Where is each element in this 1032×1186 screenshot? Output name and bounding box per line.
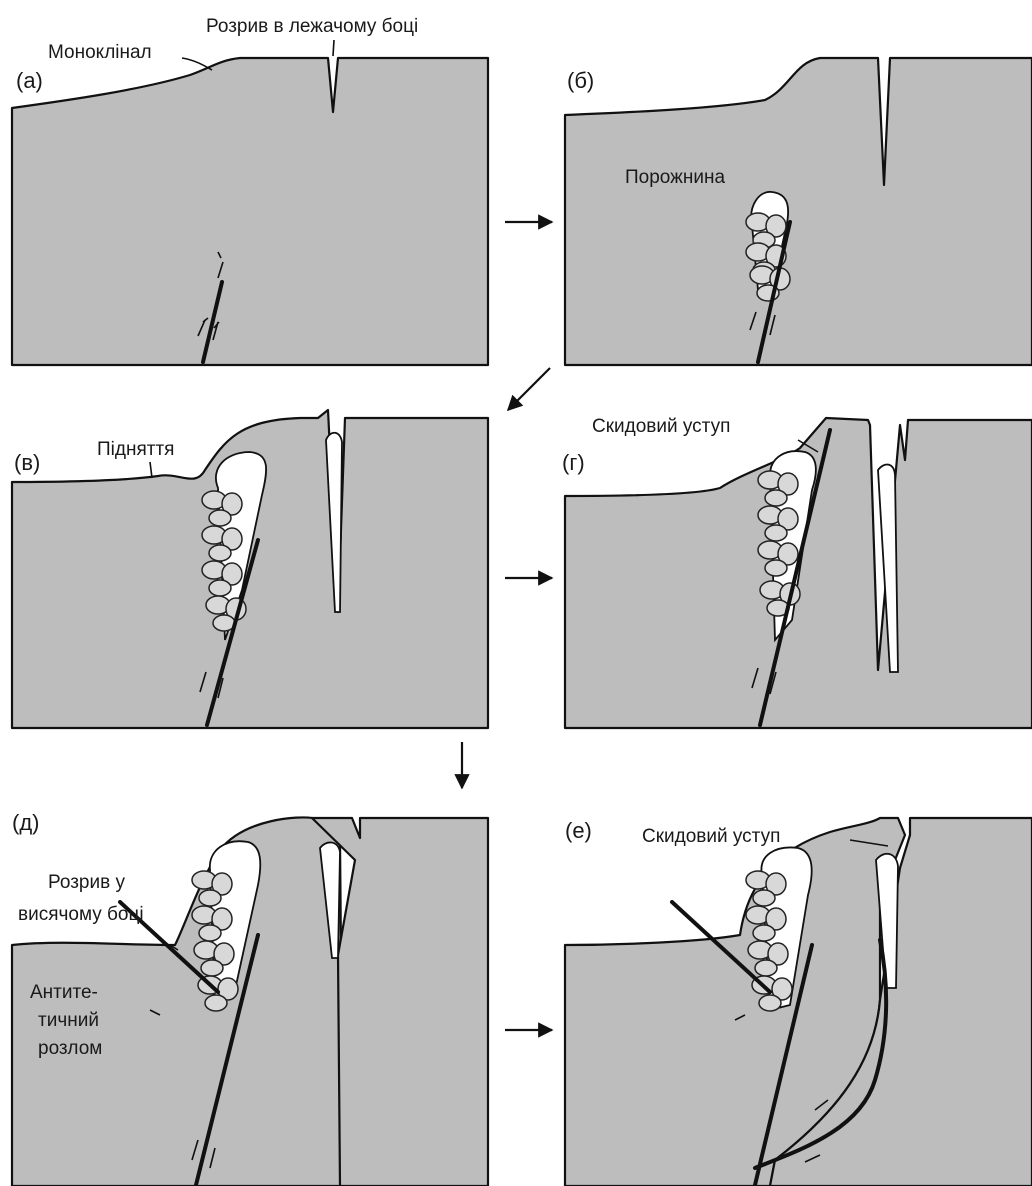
panel-c: (в) Підняття xyxy=(12,410,488,728)
antithetic-label-1: Антите- xyxy=(30,982,98,1003)
monocline-label: Моноклінал xyxy=(48,42,152,63)
antithetic-label-3: розлом xyxy=(38,1038,102,1059)
panel-e-tag: (д) xyxy=(12,810,40,835)
uplift-label: Підняття xyxy=(97,439,174,460)
scarp-label-f: Скидовий уступ xyxy=(642,826,780,847)
panel-c-tag: (в) xyxy=(14,450,40,475)
footwall-fissure-label: Розрив в лежачому боці xyxy=(206,16,418,37)
panel-a: (а) Моноклінал Розрив в лежачому боці xyxy=(12,16,488,365)
panel-f: (е) Скидовий уступ xyxy=(565,818,1032,1186)
panel-d-tag: (г) xyxy=(562,450,585,475)
panel-f-tag: (е) xyxy=(565,818,592,843)
panel-d: (г) Скидовий уступ xyxy=(562,416,1032,728)
scarp-label-d: Скидовий уступ xyxy=(592,416,730,437)
cavity-label: Порожнина xyxy=(625,167,725,188)
hw-fissure-label-2: висячому боці xyxy=(18,904,144,925)
panel-e: (д) Розрив у висячому боці Антите- тични… xyxy=(12,810,488,1186)
panel-b: (б) Порожнина xyxy=(565,58,1032,365)
panel-a-tag: (а) xyxy=(16,68,43,93)
hw-fissure-label-1: Розрив у xyxy=(48,872,125,893)
antithetic-label-2: тичний xyxy=(38,1010,99,1031)
arrow-b-to-c xyxy=(508,368,550,410)
panel-b-tag: (б) xyxy=(567,68,594,93)
